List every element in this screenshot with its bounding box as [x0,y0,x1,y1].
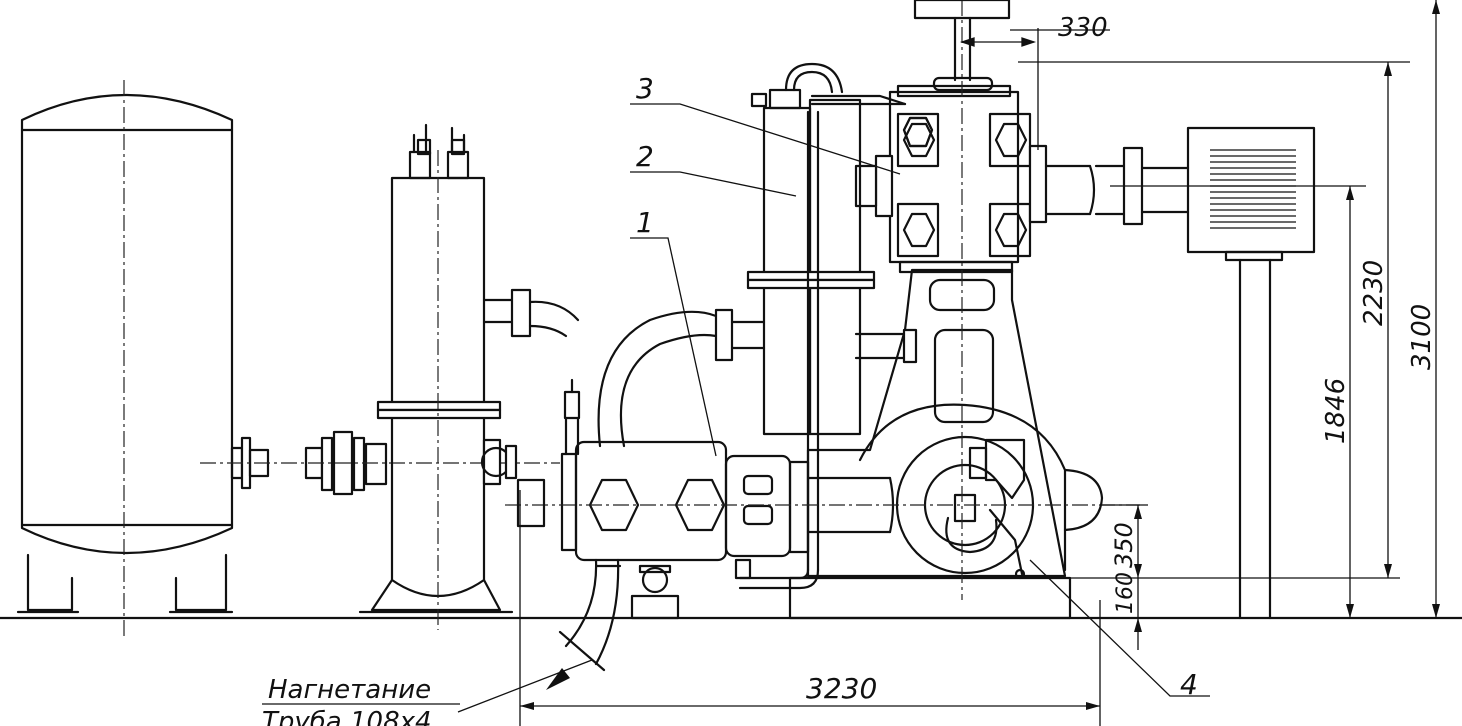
intercooler [734,62,907,590]
callout-2: 2 [636,140,654,173]
compressor-frame [806,268,1104,580]
dim-350: 350 [1110,522,1138,568]
dim-160: 160 [1113,572,1138,614]
dim-330: 330 [1058,13,1108,43]
moisture-separator [358,123,580,630]
high-pressure-cylinder [888,0,1032,600]
cylinder-flanges [854,144,1096,224]
discharge-arrow [546,668,570,690]
dimension-lines [519,0,1437,726]
pipe-label: Труба 108х4 [262,707,432,726]
dim-3100: 3100 [1407,304,1437,370]
low-pressure-cylinder [505,308,1140,672]
dim-2230: 2230 [1359,260,1389,326]
air-receiver [16,80,234,640]
dimension-arrows [520,0,1440,710]
dim-1846: 1846 [1321,378,1351,444]
compressor-base [630,564,1072,620]
callout-3: 3 [636,72,654,105]
discharge-label: Нагнетание [268,675,431,705]
callout-4: 4 [1180,668,1198,701]
callout-1: 1 [636,206,654,239]
dim-3230: 3230 [806,672,877,705]
callout-leaders [457,103,1210,713]
